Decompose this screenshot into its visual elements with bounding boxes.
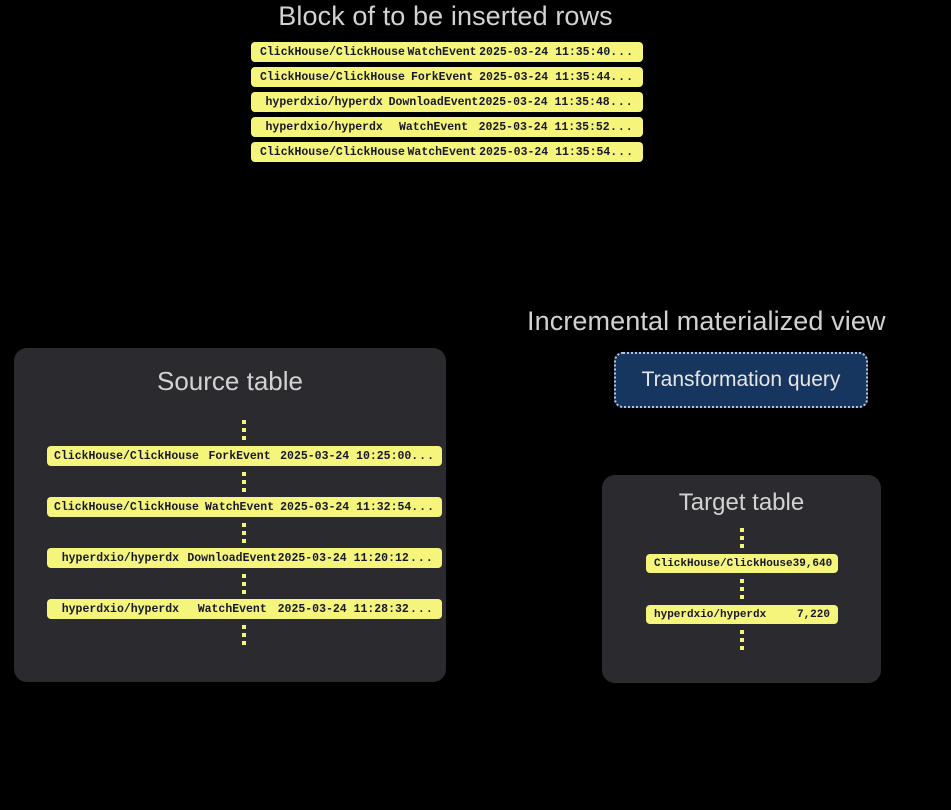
materialized-view-title: Incremental materialized view (527, 306, 886, 336)
block-row: hyperdxio/hyperdx DownloadEvent 2025-03-… (251, 92, 643, 112)
row-repo: ClickHouse/ClickHouse (260, 145, 405, 159)
row-repo: ClickHouse/ClickHouse (54, 500, 199, 514)
source-table-title: Source table (157, 366, 303, 396)
ellipsis-dots (740, 579, 744, 599)
row-repo: ClickHouse/ClickHouse (654, 557, 793, 570)
row-more-ellipsis: ... (410, 551, 434, 565)
row-event: DownloadEvent (187, 551, 278, 565)
row-count: 7,220 (796, 608, 830, 621)
row-event: ForkEvent (208, 449, 271, 463)
row-event: WatchEvent (407, 45, 477, 59)
ellipsis-dots (740, 528, 744, 548)
row-repo: hyperdxio/hyperdx (61, 551, 180, 565)
row-more-ellipsis: ... (610, 70, 634, 84)
row-event: WatchEvent (205, 500, 275, 514)
row-more-ellipsis: ... (610, 45, 634, 59)
row-timestamp: 2025-03-24 10:25:00 (280, 449, 412, 463)
row-timestamp: 2025-03-24 11:35:52 (478, 120, 610, 134)
ellipsis-dots (740, 630, 744, 650)
row-event: WatchEvent (197, 602, 267, 616)
row-repo: hyperdxio/hyperdx (61, 602, 180, 616)
row-timestamp: 2025-03-24 11:28:32 (277, 602, 409, 616)
row-timestamp: 2025-03-24 11:35:44 (479, 70, 611, 84)
source-table-row: hyperdxio/hyperdx WatchEvent 2025-03-24 … (47, 599, 442, 619)
block-row: ClickHouse/ClickHouse WatchEvent 2025-03… (251, 142, 643, 162)
row-repo: ClickHouse/ClickHouse (260, 70, 405, 84)
target-table-title: Target table (678, 489, 805, 516)
source-table-panel: Source table ClickHouse/ClickHouse ForkE… (14, 348, 446, 682)
row-timestamp: 2025-03-24 11:35:54 (479, 145, 611, 159)
target-table-row: ClickHouse/ClickHouse 39,640 (646, 554, 838, 573)
row-repo: hyperdxio/hyperdx (654, 608, 767, 621)
row-timestamp: 2025-03-24 11:35:48 (478, 95, 610, 109)
ellipsis-dots (242, 472, 246, 492)
block-row: ClickHouse/ClickHouse ForkEvent 2025-03-… (251, 67, 643, 87)
block-row: hyperdxio/hyperdx WatchEvent 2025-03-24 … (251, 117, 643, 137)
ellipsis-dots (242, 420, 246, 440)
block-of-rows-title: Block of to be inserted rows (278, 1, 613, 31)
row-timestamp: 2025-03-24 11:20:12 (277, 551, 409, 565)
row-timestamp: 2025-03-24 11:35:40 (479, 45, 611, 59)
source-table-row: ClickHouse/ClickHouse ForkEvent 2025-03-… (47, 446, 442, 466)
row-repo: ClickHouse/ClickHouse (260, 45, 405, 59)
transformation-query-box[interactable]: Transformation query (614, 352, 868, 408)
row-more-ellipsis: ... (411, 449, 435, 463)
row-event: WatchEvent (398, 120, 468, 134)
target-table-panel: Target table ClickHouse/ClickHouse 39,64… (602, 475, 881, 683)
row-event: DownloadEvent (388, 95, 479, 109)
row-more-ellipsis: ... (411, 500, 435, 514)
target-table-row: hyperdxio/hyperdx 7,220 (646, 605, 838, 624)
ellipsis-dots (242, 625, 246, 645)
row-repo: hyperdxio/hyperdx (265, 120, 383, 134)
block-row: ClickHouse/ClickHouse WatchEvent 2025-03… (251, 42, 643, 62)
row-event: ForkEvent (410, 70, 474, 84)
row-timestamp: 2025-03-24 11:32:54 (280, 500, 412, 514)
row-count: 39,640 (792, 557, 833, 570)
row-repo: hyperdxio/hyperdx (265, 95, 383, 109)
row-more-ellipsis: ... (609, 95, 634, 109)
source-table-row: ClickHouse/ClickHouse WatchEvent 2025-03… (47, 497, 442, 517)
row-event: WatchEvent (407, 145, 477, 159)
row-more-ellipsis: ... (410, 602, 434, 616)
row-more-ellipsis: ... (610, 145, 634, 159)
source-table-row: hyperdxio/hyperdx DownloadEvent 2025-03-… (47, 548, 442, 568)
ellipsis-dots (242, 574, 246, 594)
row-more-ellipsis: ... (609, 120, 634, 134)
row-repo: ClickHouse/ClickHouse (54, 449, 199, 463)
ellipsis-dots (242, 523, 246, 543)
